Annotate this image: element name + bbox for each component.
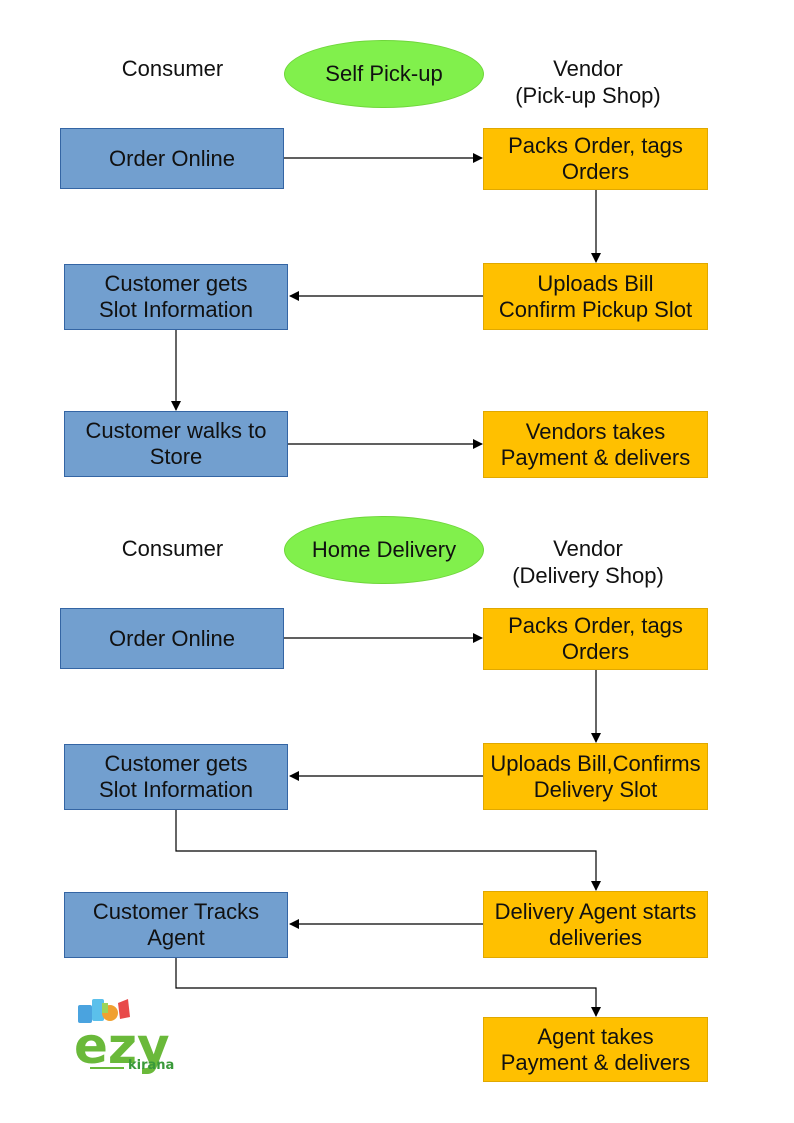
box-order-online-1: Order Online: [60, 128, 284, 189]
box-text-line2: Agent: [147, 925, 205, 950]
box-text-line2: Slot Information: [98, 297, 254, 322]
box-text-line1: Customer gets: [104, 751, 248, 776]
grocery-basket-logo: ezy: [74, 999, 170, 1075]
vendor-heading-line1: Vendor: [553, 536, 623, 561]
box-text-line1: Customer Tracks: [92, 899, 260, 924]
consumer-heading-text: Consumer: [121, 56, 224, 81]
box-text: Order Online: [109, 625, 235, 651]
box-text-line2: Orders: [561, 639, 630, 664]
box-text-line1: Customer gets: [104, 271, 248, 296]
logo-wordmark: ezy: [74, 1017, 170, 1075]
box-text-line2: Delivery Slot: [533, 776, 658, 802]
title-pill-text: Self Pick-up: [325, 61, 443, 86]
box-text-line1: Delivery Agent starts: [494, 898, 697, 924]
box-text-line1: Packs Order, tags: [508, 133, 683, 158]
box-text-line2: Confirm Pickup Slot: [498, 296, 693, 322]
box-text-line1: Agent takes: [537, 1023, 654, 1049]
vendor-heading-1: Vendor (Pick-up Shop): [495, 55, 681, 109]
vendor-heading-line1: Vendor: [553, 56, 623, 81]
box-text: Order Online: [109, 145, 235, 171]
consumer-heading-text: Consumer: [121, 536, 224, 561]
arrow-track-to-payment-2: [175, 958, 601, 1017]
title-pill-self-pickup: Self Pick-up: [284, 40, 484, 108]
box-text-line1: Uploads Bill: [537, 270, 654, 296]
vendor-heading-2: Vendor (Delivery Shop): [495, 535, 681, 589]
arrow-slot-to-agent-2: [175, 810, 601, 891]
vendor-heading-line2: (Pick-up Shop): [515, 83, 661, 108]
box-text-line2: Orders: [561, 159, 630, 184]
consumer-heading-1: Consumer: [105, 55, 240, 82]
logo-subtext: kirana: [128, 1058, 175, 1073]
consumer-heading-2: Consumer: [105, 535, 240, 562]
box-text-line2: Payment & delivers: [500, 444, 691, 470]
box-text-line1: Packs Order, tags: [508, 613, 683, 638]
box-text-line1: Uploads Bill,Confirms: [490, 750, 701, 776]
box-text-line2: deliveries: [549, 924, 642, 950]
title-pill-home-delivery: Home Delivery: [284, 516, 484, 584]
box-text-line2: Store: [149, 444, 203, 469]
box-order-online-2: Order Online: [60, 608, 284, 669]
box-text-line2: Slot Information: [98, 777, 254, 802]
box-text-line2: Payment & delivers: [500, 1049, 691, 1075]
box-text-line1: Vendors takes: [525, 418, 666, 444]
box-text-line1: Customer walks to: [85, 418, 267, 443]
vendor-heading-line2: (Delivery Shop): [512, 563, 664, 588]
title-pill-text: Home Delivery: [311, 537, 457, 562]
